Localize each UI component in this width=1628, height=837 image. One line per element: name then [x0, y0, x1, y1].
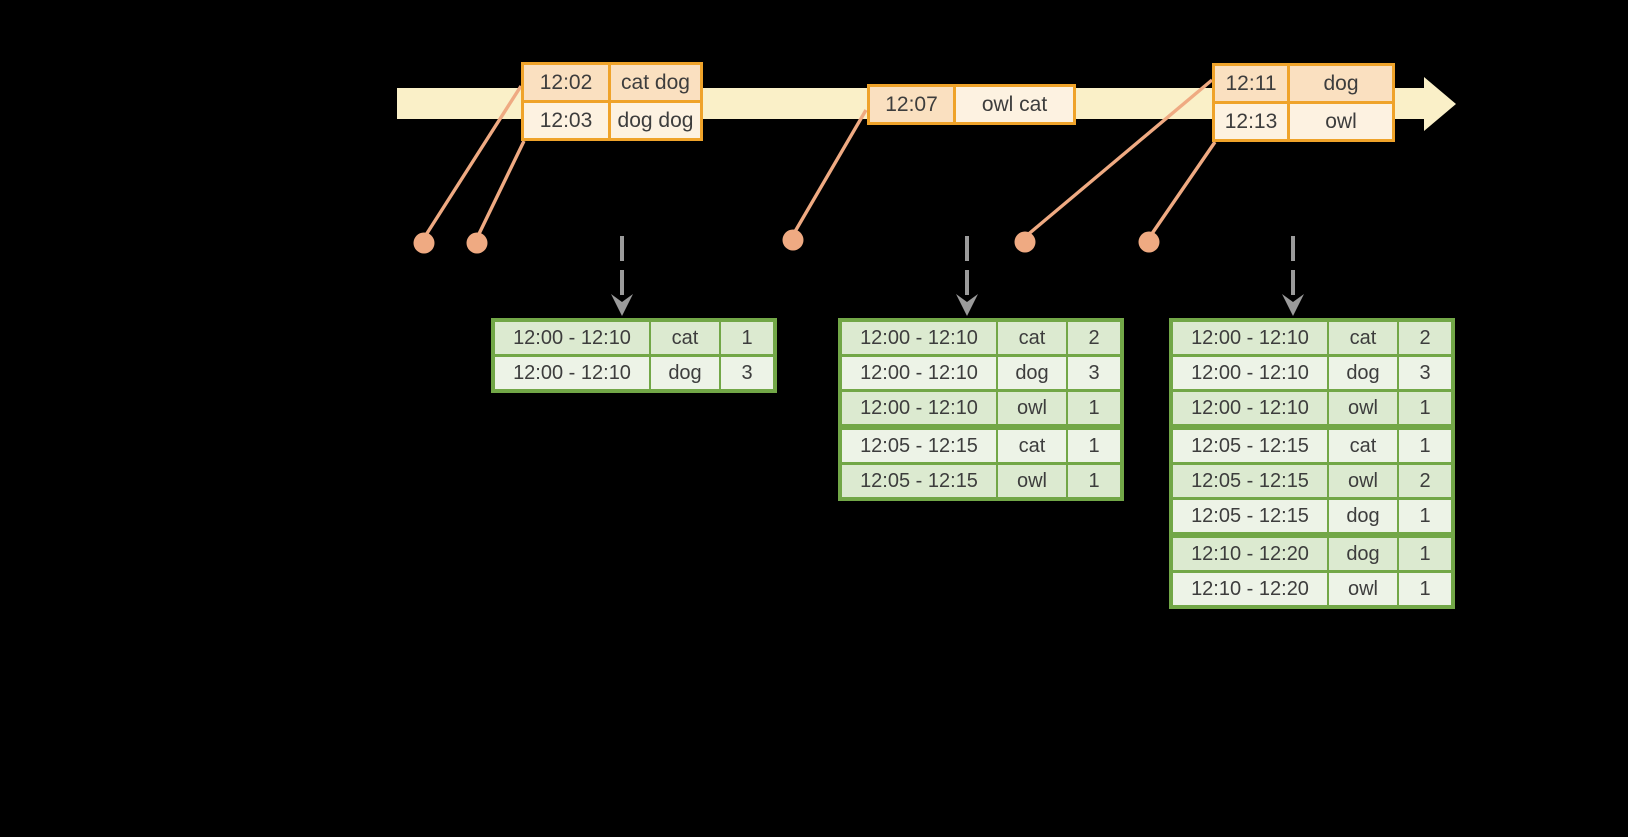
- event-time-cell: 12:02: [521, 62, 611, 103]
- event-time-cell: 12:07: [867, 84, 956, 125]
- result-window-cell: 12:00 - 12:10: [1170, 354, 1328, 391]
- result-count-cell: 1: [1397, 497, 1453, 535]
- event-words-cell: owl: [1287, 101, 1395, 142]
- trigger-arrowhead-icon-2: [956, 294, 978, 316]
- result-word-cell: cat: [996, 320, 1067, 356]
- result-word-cell: owl: [996, 389, 1067, 427]
- event-time-cell: 12:13: [1212, 101, 1290, 142]
- event-words-cell: cat dog: [608, 62, 703, 103]
- connector-line-5: [1147, 141, 1217, 239]
- result-window-cell: 12:00 - 12:10: [1170, 389, 1328, 427]
- result-count-cell: 1: [1066, 462, 1122, 499]
- result-window-cell: 12:05 - 12:15: [1170, 424, 1328, 464]
- result-window-cell: 12:05 - 12:15: [1170, 462, 1328, 499]
- result-word-cell: dog: [1327, 354, 1398, 391]
- event-words-cell: dog dog: [608, 100, 703, 141]
- result-window-cell: 12:00 - 12:10: [492, 320, 650, 356]
- result-word-cell: dog: [1327, 497, 1398, 535]
- result-word-cell: cat: [649, 320, 720, 356]
- result-count-cell: 3: [719, 354, 775, 391]
- result-count-cell: 2: [1397, 320, 1453, 356]
- result-window-cell: 12:00 - 12:10: [492, 354, 650, 391]
- result-count-cell: 2: [1397, 462, 1453, 499]
- result-word-cell: cat: [1327, 320, 1398, 356]
- result-window-cell: 12:05 - 12:15: [1170, 497, 1328, 535]
- result-window-cell: 12:00 - 12:10: [839, 354, 997, 391]
- event-dot-1: [413, 232, 435, 254]
- connector-line-2: [475, 140, 526, 239]
- result-count-cell: 1: [719, 320, 775, 356]
- event-time-cell: 12:03: [521, 100, 611, 141]
- result-count-cell: 1: [1397, 570, 1453, 607]
- result-window-cell: 12:10 - 12:20: [1170, 570, 1328, 607]
- connector-line-1: [422, 85, 523, 239]
- event-words-cell: dog: [1287, 63, 1395, 104]
- result-word-cell: dog: [996, 354, 1067, 391]
- event-words-cell: owl cat: [953, 84, 1076, 125]
- event-dot-5: [1138, 231, 1160, 253]
- event-dot-4: [1014, 231, 1036, 253]
- result-window-cell: 12:00 - 12:10: [839, 320, 997, 356]
- result-count-cell: 1: [1066, 389, 1122, 427]
- result-count-cell: 2: [1066, 320, 1122, 356]
- result-word-cell: cat: [996, 424, 1067, 464]
- result-window-cell: 12:10 - 12:20: [1170, 532, 1328, 572]
- connector-line-3: [791, 109, 868, 236]
- result-count-cell: 3: [1066, 354, 1122, 391]
- trigger-arrowhead-icon-1: [611, 294, 633, 316]
- result-window-cell: 12:00 - 12:10: [1170, 320, 1328, 356]
- event-time-cell: 12:11: [1212, 63, 1290, 104]
- result-count-cell: 1: [1066, 424, 1122, 464]
- timeline-arrowhead-icon: [1424, 77, 1456, 131]
- result-window-cell: 12:05 - 12:15: [839, 424, 997, 464]
- result-count-cell: 1: [1397, 424, 1453, 464]
- result-count-cell: 1: [1397, 532, 1453, 572]
- result-word-cell: dog: [1327, 532, 1398, 572]
- event-dot-3: [782, 229, 804, 251]
- result-word-cell: owl: [1327, 570, 1398, 607]
- result-word-cell: cat: [1327, 424, 1398, 464]
- trigger-arrowhead-icon-3: [1282, 294, 1304, 316]
- result-word-cell: dog: [649, 354, 720, 391]
- result-window-cell: 12:05 - 12:15: [839, 462, 997, 499]
- result-count-cell: 3: [1397, 354, 1453, 391]
- result-word-cell: owl: [1327, 389, 1398, 427]
- result-word-cell: owl: [996, 462, 1067, 499]
- result-count-cell: 1: [1397, 389, 1453, 427]
- result-word-cell: owl: [1327, 462, 1398, 499]
- event-dot-2: [466, 232, 488, 254]
- connector-line-4: [1023, 78, 1214, 239]
- result-window-cell: 12:00 - 12:10: [839, 389, 997, 427]
